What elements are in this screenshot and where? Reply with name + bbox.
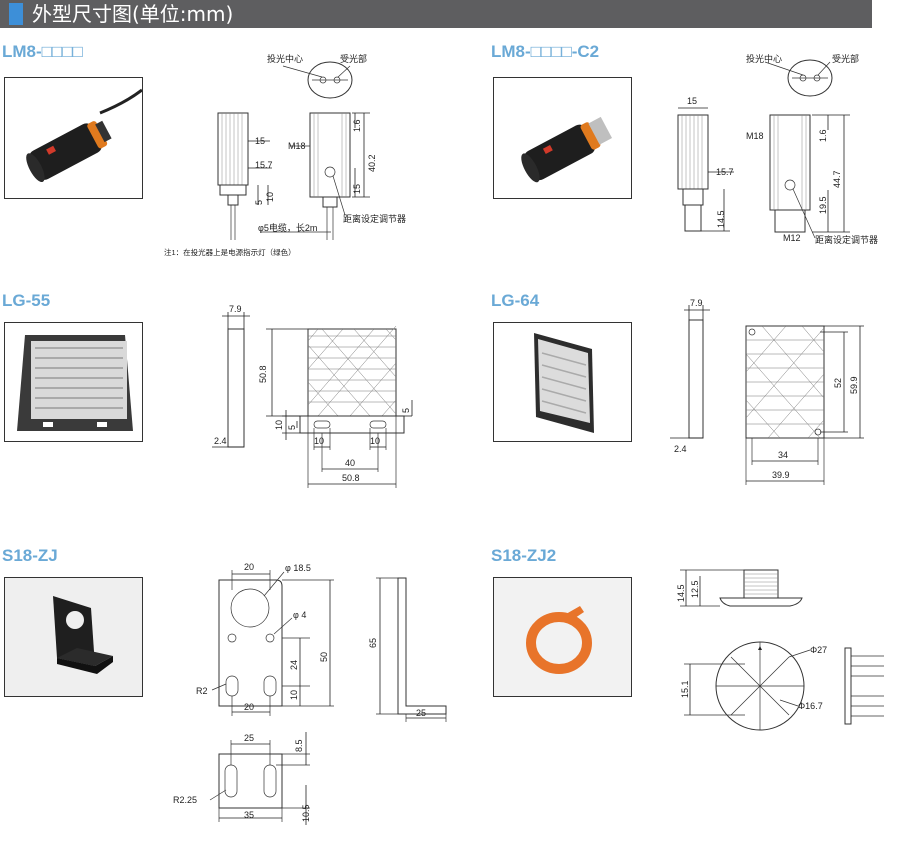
lg64-dim-7-9: 7.9	[690, 298, 703, 308]
lg55-dim-50-8: 50.8	[258, 365, 268, 383]
s18zj-dim-50: 50	[319, 652, 329, 662]
lm8-adjuster-label: 距离设定调节器	[343, 213, 406, 224]
lm8-dim-15-7: 15.7	[255, 160, 273, 170]
model-lm8: LM8-□□□□	[2, 42, 83, 61]
lg55-dim-10-slot-right: 10	[370, 436, 380, 446]
lg64-dim-34: 34	[778, 450, 788, 460]
lm8-dim-15-front: 15	[352, 184, 362, 194]
photo-lm8-c2	[493, 77, 632, 199]
header-accent	[9, 3, 23, 25]
model-lm8-c2: LM8-□□□□-C2	[491, 42, 600, 61]
section-header: 外型尺寸图(单位:mm)	[0, 0, 872, 28]
section-title: 外型尺寸图(单位:mm)	[32, 2, 234, 26]
lm8-drawing	[217, 61, 370, 240]
lm8c2-thread-label: M18	[746, 131, 764, 141]
lg55-dim-2-4: 2.4	[214, 436, 227, 446]
lm8-dim-10: 10	[265, 192, 275, 202]
lm8-c2-drawing	[677, 59, 850, 239]
s18zj-dim-20-top: 20	[244, 562, 254, 572]
lg55-dim-50-8-bottom: 50.8	[342, 473, 360, 483]
s18zj-dim-24: 24	[289, 660, 299, 670]
lm8c2-dim-14-5: 14.5	[716, 210, 726, 228]
lm8-receiver-label: 受光部	[340, 53, 367, 64]
s18zj-dim-10: 10	[289, 690, 299, 700]
s18zj2-dim-15-1: 15.1	[680, 680, 690, 698]
photo-s18-zj2	[493, 577, 632, 697]
lm8c2-adjuster-label: 距离设定调节器	[815, 234, 878, 245]
lm8-dim-15: 15	[255, 136, 265, 146]
s18zj2-dim-d16-7: Φ16.7	[798, 701, 823, 711]
s18zj-dim-25-side: 25	[416, 708, 426, 718]
photo-lm8	[4, 77, 143, 199]
s18zj2-dim-12-5: 12.5	[690, 580, 700, 598]
lm8c2-dim-15: 15	[687, 96, 697, 106]
s18zj-dim-20-bottom: 20	[244, 702, 254, 712]
lm8c2-dim-44-7: 44.7	[832, 170, 842, 188]
lm8-thread-label: M18	[288, 141, 306, 151]
model-lg64: LG-64	[491, 291, 540, 310]
lg64-dim-52: 52	[833, 378, 843, 388]
lm8-dim-40-2: 40.2	[367, 154, 377, 172]
s18zj-dim-r2-25: R2.25	[173, 795, 197, 805]
model-lg55: LG-55	[2, 291, 51, 310]
lm8c2-dim-19-5: 19.5	[818, 196, 828, 214]
s18zj-dim-10-5: 10.5	[301, 804, 311, 822]
lg55-dim-10-slot: 10	[314, 436, 324, 446]
photo-lg64	[493, 322, 632, 442]
s18zj2-dim-14-5: 14.5	[676, 584, 686, 602]
s18zj-dim-25-bottom: 25	[244, 733, 254, 743]
lg55-drawing	[212, 312, 413, 488]
photo-lg55	[4, 322, 143, 442]
s18zj-dim-hole-18-5: φ 18.5	[285, 563, 311, 573]
lg64-drawing	[670, 305, 864, 485]
lm8c2-receiver-label: 受光部	[832, 53, 859, 64]
s18zj-dim-35: 35	[244, 810, 254, 820]
lm8c2-emitter-center-label: 投光中心	[746, 53, 782, 64]
lg55-dim-5-right: 5	[401, 408, 411, 413]
lg55-dim-5-left: 5	[287, 425, 297, 430]
s18zj2-dim-d27: Φ27	[810, 645, 827, 655]
lg64-dim-59-9: 59.9	[849, 376, 859, 394]
lm8c2-connector-label: M12	[783, 233, 801, 243]
s18-zj2-drawing	[680, 569, 884, 731]
lm8-dim-1-6: 1.6	[352, 119, 362, 132]
lm8-cable-label: φ5电缆，长2m	[258, 222, 317, 233]
lg55-dim-7-9: 7.9	[229, 304, 242, 314]
lm8-dim-5: 5	[254, 200, 264, 205]
s18zj-dim-r2: R2	[196, 686, 208, 696]
s18zj-dim-8-5: 8.5	[294, 739, 304, 752]
lg64-dim-39-9: 39.9	[772, 470, 790, 480]
photo-s18-zj	[4, 577, 143, 697]
lg64-dim-2-4: 2.4	[674, 444, 687, 454]
lm8c2-dim-1-6: 1.6	[818, 129, 828, 142]
lm8c2-dim-15-7: 15.7	[716, 167, 734, 177]
s18zj-dim-hole-4: φ 4	[293, 610, 306, 620]
lm8-note: 注1：在投光器上是电源指示灯（绿色）	[164, 247, 296, 257]
model-s18-zj: S18-ZJ	[2, 546, 58, 565]
s18zj-dim-65: 65	[368, 638, 378, 648]
lg55-dim-10-left: 10	[274, 420, 284, 430]
model-s18-zj2: S18-ZJ2	[491, 546, 557, 565]
lm8-emitter-center-label: 投光中心	[267, 53, 303, 64]
s18-zj-drawing	[209, 570, 447, 825]
lg55-dim-40: 40	[345, 458, 355, 468]
